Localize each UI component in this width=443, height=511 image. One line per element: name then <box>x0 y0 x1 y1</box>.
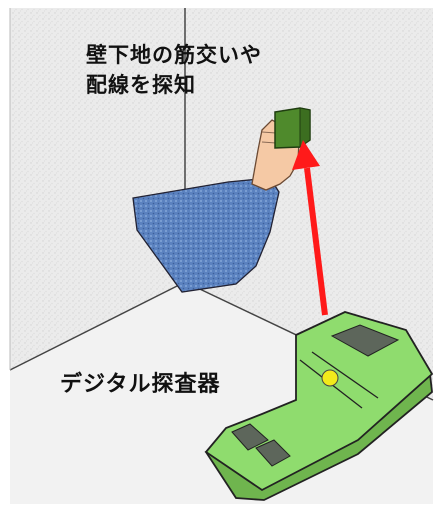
wall-caption-line-2: 配線を探知 <box>86 73 196 97</box>
wall-caption: 壁下地の筋交いや 配線を探知 <box>86 40 262 100</box>
digital-detector-icon <box>204 311 434 501</box>
arm <box>132 119 300 293</box>
detector-button-1 <box>231 423 269 451</box>
detector-screen <box>330 324 400 357</box>
indicator-light <box>321 369 339 387</box>
wall-caption-line-1: 壁下地の筋交いや <box>86 43 262 67</box>
detector-button-2 <box>255 439 291 467</box>
device-caption: デジタル探査器 <box>60 372 221 397</box>
floor-left-line <box>9 281 186 371</box>
sensor-card-icon <box>274 107 311 149</box>
sleeve <box>132 177 280 293</box>
red-arrow-icon <box>292 140 328 316</box>
